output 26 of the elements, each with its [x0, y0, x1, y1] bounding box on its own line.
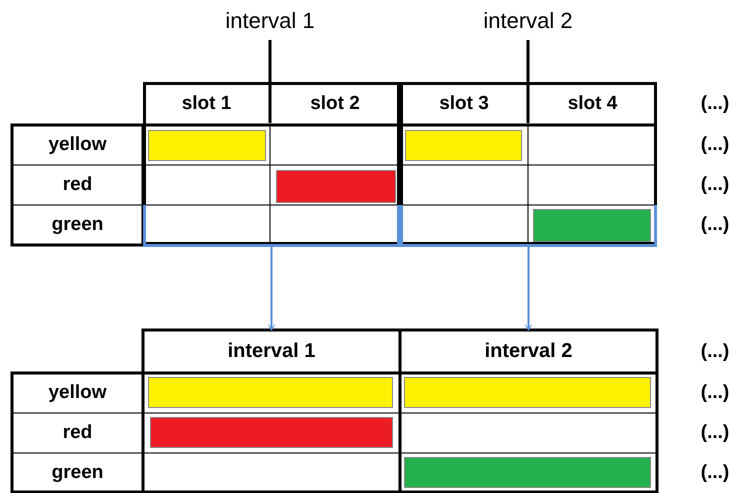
- column-header: slot 4: [568, 92, 618, 114]
- ellipsis-text: (...): [700, 92, 730, 114]
- row-label: green: [52, 214, 104, 236]
- column-header: interval 2: [484, 340, 572, 363]
- leader-line: [526, 40, 530, 82]
- column-header: interval 1: [228, 340, 316, 363]
- row-label: green: [52, 462, 104, 484]
- arrow: [268, 247, 275, 332]
- arrow: [525, 247, 532, 332]
- ellipsis-text: (...): [700, 340, 730, 362]
- leader-line: [268, 40, 272, 82]
- row-label: red: [62, 174, 92, 196]
- ellipsis-text: (...): [700, 462, 730, 484]
- row-label: yellow: [48, 134, 107, 156]
- ellipsis-text: (...): [700, 422, 730, 444]
- interval-label: interval 1: [225, 8, 315, 34]
- column-header: slot 2: [310, 92, 360, 114]
- ellipsis-text: (...): [700, 174, 730, 196]
- interval-label: interval 2: [483, 8, 573, 34]
- ellipsis-text: (...): [700, 214, 730, 236]
- ellipsis-text: (...): [700, 382, 730, 404]
- column-header: slot 1: [182, 92, 232, 114]
- row-label: yellow: [48, 382, 107, 404]
- row-label: red: [62, 422, 92, 444]
- column-header: slot 3: [439, 92, 489, 114]
- ellipsis-text: (...): [700, 134, 730, 156]
